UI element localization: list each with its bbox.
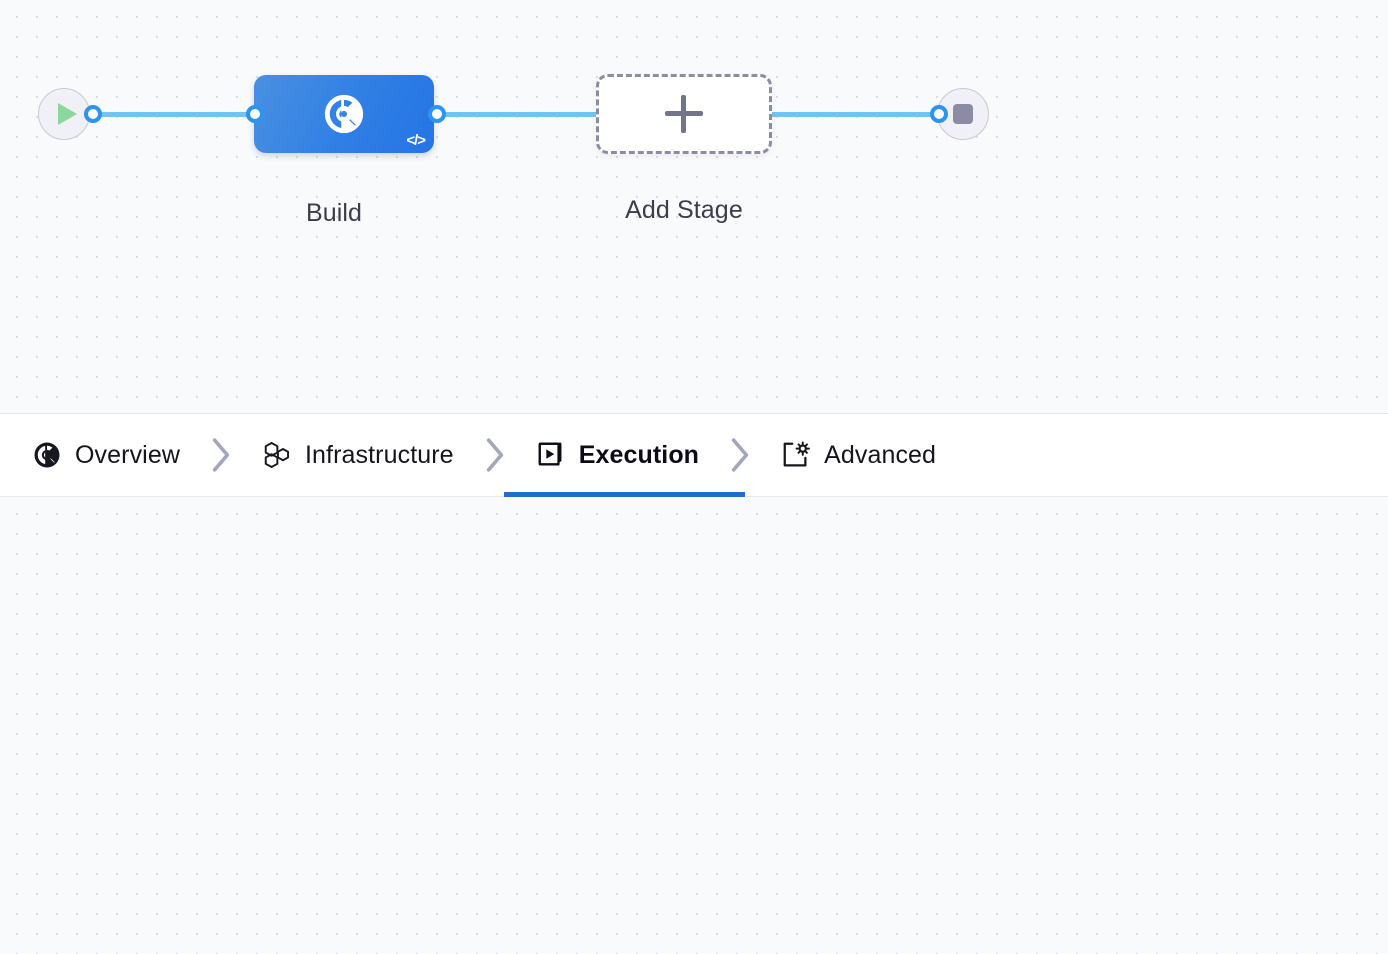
tab-separator-1: [184, 437, 258, 473]
add-stage-button[interactable]: [596, 74, 772, 154]
tab-advanced[interactable]: Advanced: [777, 413, 940, 497]
tab-infrastructure[interactable]: Infrastructure: [258, 413, 458, 497]
stage-label-build: Build: [305, 199, 363, 227]
build-disc-icon: [34, 442, 60, 468]
tab-separator-2: [458, 437, 532, 473]
tab-execution[interactable]: Execution: [503, 413, 746, 497]
chevron-right-icon: [486, 438, 503, 472]
stages-start-node[interactable]: [38, 88, 90, 140]
add-stage-label: Add Stage: [625, 196, 743, 224]
connector-build-to-addstage: [430, 112, 605, 117]
tab-overview[interactable]: Overview: [28, 413, 184, 497]
stages-canvas[interactable]: </> Build Add Stage: [0, 0, 1388, 413]
code-badge: </>: [406, 132, 426, 149]
gear-card-icon: [783, 441, 810, 467]
play-icon: [57, 103, 77, 125]
hexagons-icon: [264, 442, 290, 468]
stop-icon: [953, 104, 973, 124]
stages-start-port[interactable]: [84, 105, 102, 123]
chevron-right-icon: [731, 438, 749, 472]
tab-separator-3: [703, 437, 777, 473]
stage-node-build[interactable]: </>: [254, 75, 434, 153]
tab-label-execution: Execution: [578, 440, 700, 469]
tab-label-overview: Overview: [75, 440, 180, 469]
plus-icon: [665, 95, 703, 133]
build-input-port[interactable]: [246, 105, 264, 123]
step-config-tabs: Overview Infrastructure: [0, 413, 1388, 497]
tab-label-infrastructure: Infrastructure: [305, 440, 454, 469]
tab-label-advanced: Advanced: [824, 440, 937, 469]
connector-start-to-build: [92, 112, 262, 117]
stages-end-port[interactable]: [930, 105, 948, 123]
steps-canvas[interactable]: </> Build and Scan </>: [0, 497, 1388, 954]
play-square-icon: [538, 442, 562, 466]
build-disc-icon: [324, 94, 364, 134]
connector-addstage-to-end: [765, 112, 945, 117]
chevron-right-icon: [212, 438, 230, 472]
build-output-port[interactable]: [428, 105, 446, 123]
